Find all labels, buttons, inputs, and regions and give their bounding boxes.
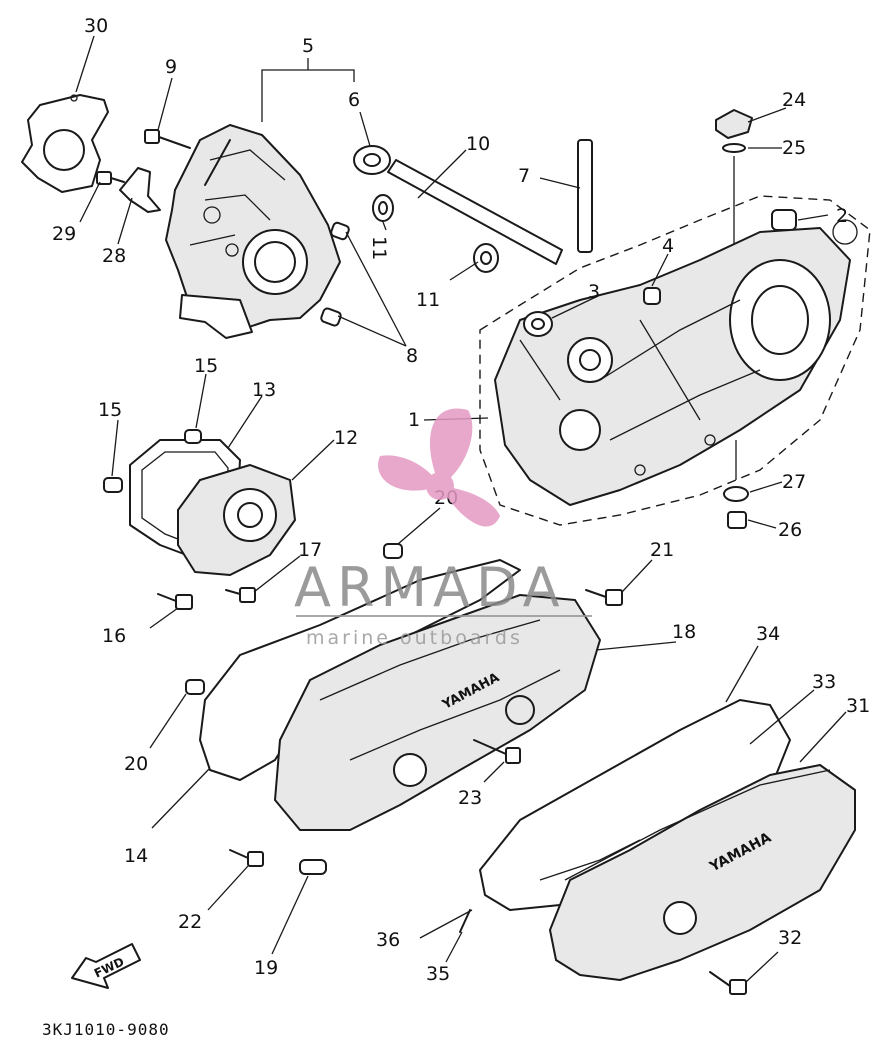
callout-23: 23	[458, 787, 482, 809]
part-code: 3KJ1010-9080	[42, 1020, 170, 1039]
callout-36: 36	[376, 929, 400, 951]
part-crankcase-right	[494, 219, 858, 506]
part-crankcase-left	[165, 124, 341, 339]
part-bolt-22	[229, 849, 264, 867]
callout-28: 28	[102, 245, 126, 267]
part-cover-12	[177, 464, 296, 576]
part-bolt-17	[225, 587, 256, 603]
part-cover-36	[479, 699, 791, 911]
callout-22: 22	[178, 911, 202, 933]
part-bolt-32	[709, 971, 747, 995]
part-bolt-9	[144, 129, 191, 149]
callout-5: 5	[302, 35, 314, 57]
callout-15a: 15	[194, 355, 218, 377]
fwd-arrow: FWD	[71, 943, 141, 989]
part-dowel-20a	[383, 543, 403, 559]
part-bolt-16	[157, 593, 193, 610]
callout-20b: 20	[124, 753, 148, 775]
part-bearing-6	[353, 145, 391, 175]
part-rod-7	[577, 139, 593, 253]
watermark-logo-icon	[378, 408, 500, 527]
part-seal-11b	[473, 243, 499, 273]
part-drain-plug-26	[727, 511, 747, 529]
callout-11b: 11	[416, 289, 440, 311]
part-dowel-8b	[320, 307, 342, 327]
part-bolt-35	[459, 909, 471, 933]
callout-21: 21	[650, 539, 674, 561]
part-bracket-28	[119, 167, 161, 213]
callout-27: 27	[782, 471, 806, 493]
watermark-tagline: marine outboards	[306, 627, 523, 649]
part-plate	[21, 94, 109, 193]
callout-31: 31	[846, 695, 870, 717]
callout-11a: 11	[368, 236, 390, 260]
callout-9: 9	[165, 56, 177, 78]
part-crankcase-cover-18	[274, 594, 601, 831]
callout-34: 34	[756, 623, 780, 645]
callout-10: 10	[466, 133, 490, 155]
part-dowel-19	[299, 859, 327, 875]
callout-8: 8	[406, 345, 418, 367]
callout-24: 24	[782, 89, 806, 111]
callout-1: 1	[408, 409, 420, 431]
callout-25: 25	[782, 137, 806, 159]
callout-18: 18	[672, 621, 696, 643]
callout-33: 33	[812, 671, 836, 693]
callout-32: 32	[778, 927, 802, 949]
callouts: 30 9 5 6 10 7 24 25 2 29 28 11 4 11 3 8 …	[52, 15, 870, 985]
part-oring-25	[722, 143, 746, 153]
callout-15b: 15	[98, 399, 122, 421]
callout-2: 2	[836, 205, 848, 227]
callout-17: 17	[298, 539, 322, 561]
callout-13: 13	[252, 379, 276, 401]
part-seal-11a	[372, 194, 394, 222]
callout-16: 16	[102, 625, 126, 647]
callout-26: 26	[778, 519, 802, 541]
part-outer-cover-31	[549, 764, 856, 981]
callout-12: 12	[334, 427, 358, 449]
part-bushing-2	[771, 209, 797, 231]
watermark-brand: ARMADA	[294, 556, 566, 619]
part-shaft-10	[387, 159, 563, 265]
callout-4: 4	[662, 235, 674, 257]
callout-7: 7	[518, 165, 530, 187]
callout-14: 14	[124, 845, 148, 867]
part-bolt-23	[473, 739, 521, 764]
callout-6: 6	[348, 89, 360, 111]
part-dowel-15b	[103, 477, 123, 493]
part-cap-24	[715, 109, 753, 139]
watermark: ARMADA marine outboards	[294, 408, 592, 649]
callout-3: 3	[588, 281, 600, 303]
part-seal-3	[523, 311, 553, 337]
callout-19: 19	[254, 957, 278, 979]
leader-lines	[75, 35, 847, 983]
part-dowel-20b	[185, 679, 205, 695]
part-plug-4	[643, 287, 661, 305]
part-bolt-21	[585, 589, 623, 606]
part-bolt-29	[96, 171, 125, 185]
callout-30: 30	[84, 15, 108, 37]
callout-35: 35	[426, 963, 450, 985]
part-washer-27	[723, 486, 749, 502]
part-dowel-15a	[184, 429, 202, 444]
callout-29: 29	[52, 223, 76, 245]
